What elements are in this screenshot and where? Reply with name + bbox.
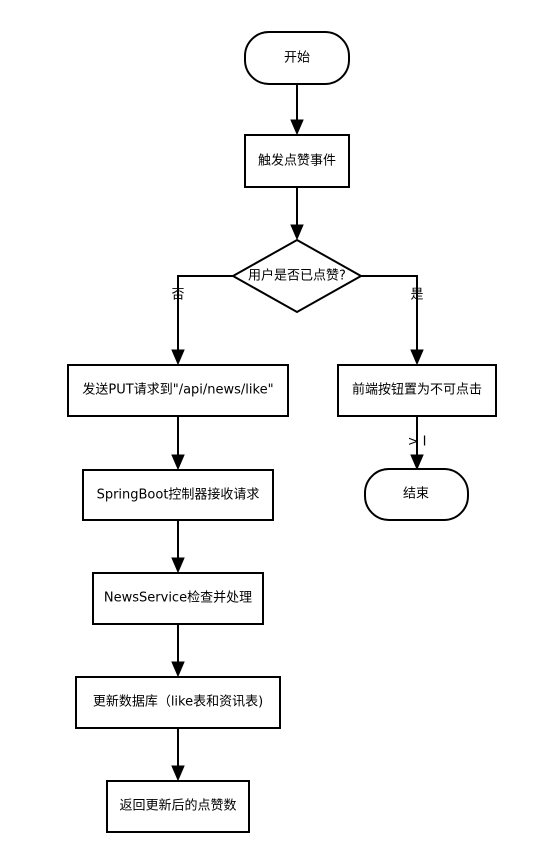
node-decision: 用户是否已点赞? [230, 238, 364, 314]
node-return-count: 返回更新后的点赞数 [106, 780, 250, 833]
start-label: 开始 [284, 51, 310, 66]
send-put-label: 发送PUT请求到"/api/news/like" [82, 382, 273, 398]
disable-button-process-shape [337, 364, 497, 417]
return-count-process-shape [106, 780, 250, 833]
node-end: 结束 [364, 468, 469, 521]
node-disable-button: 前端按钮置为不可点击 [337, 364, 497, 417]
node-update-db: 更新数据库（like表和资讯表) [75, 676, 281, 729]
disable-button-label: 前端按钮置为不可点击 [352, 382, 482, 398]
node-service: NewsService检查并处理 [92, 572, 264, 625]
controller-process-shape [82, 469, 274, 521]
end-label: 结束 [403, 487, 429, 502]
trigger-label: 触发点赞事件 [258, 153, 336, 169]
arrowhead-send-put [171, 349, 185, 366]
arrowhead-return-count [171, 765, 185, 782]
update-db-process-shape [75, 676, 281, 729]
edge-label-yes: 是 [410, 288, 423, 303]
decision-diamond-shape [230, 238, 364, 314]
controller-label: SpringBoot控制器接收请求 [97, 487, 260, 503]
decision-label: 用户是否已点赞? [248, 268, 346, 284]
end-terminator-shape [364, 468, 469, 521]
edge-label-no: 否 [171, 288, 184, 303]
return-count-label: 返回更新后的点赞数 [119, 798, 236, 814]
arrowhead-end [410, 454, 424, 471]
arrowhead-decision [290, 224, 304, 241]
node-controller: SpringBoot控制器接收请求 [82, 469, 274, 521]
node-trigger: 触发点赞事件 [244, 134, 350, 188]
edge-label-extra: > I [408, 435, 427, 450]
node-start: 开始 [244, 31, 350, 85]
arrowhead-disable-button [410, 349, 424, 366]
service-process-shape [92, 572, 264, 625]
arrowhead-trigger [290, 119, 304, 136]
edge-decision-to-send-put [177, 275, 233, 353]
arrowhead-controller [171, 454, 185, 471]
service-label: NewsService检查并处理 [104, 591, 252, 606]
arrowhead-service [171, 557, 185, 574]
send-put-process-shape [67, 364, 289, 417]
arrowhead-update-db [171, 661, 185, 678]
edge-decision-to-disable-button [361, 275, 418, 353]
trigger-process-shape [244, 134, 350, 188]
node-send-put: 发送PUT请求到"/api/news/like" [67, 364, 289, 417]
update-db-label: 更新数据库（like表和资讯表) [93, 694, 263, 710]
start-terminator-shape [244, 31, 350, 85]
